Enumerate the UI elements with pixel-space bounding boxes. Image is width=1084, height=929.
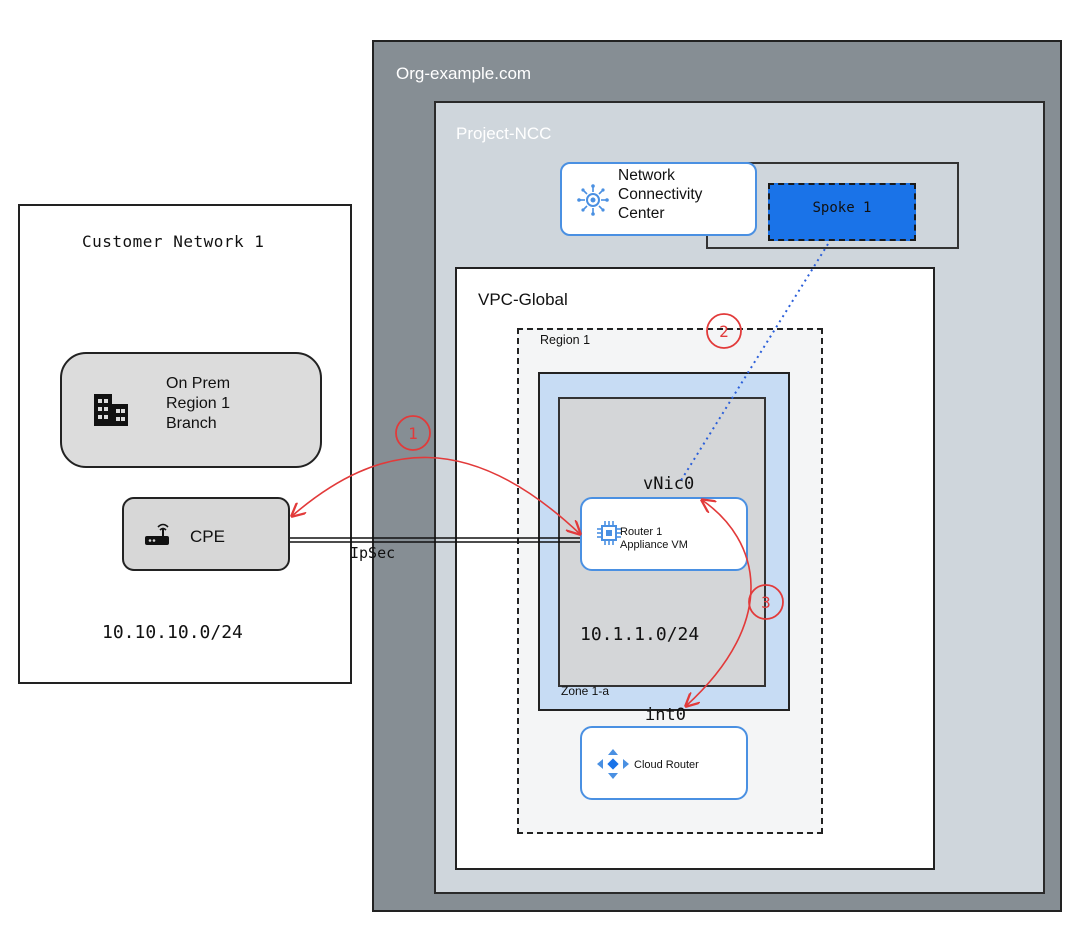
int-label: int0 [645,705,686,725]
ipsec-label: IpSec [350,544,396,562]
spoke-label: Spoke 1 [812,200,872,216]
vnic-label: vNic0 [643,474,695,494]
customer-subnet-label: 10.10.10.0/24 [102,622,243,643]
cloud-router-icon [597,749,629,779]
project-label: Project-NCC [456,124,552,143]
customer-network-label: Customer Network 1 [82,232,265,251]
router-device-icon [143,522,171,548]
subnet-label: 10.1.1.0/24 [580,624,700,645]
org-label: Org-example.com [396,64,532,83]
ncc-label-line3: Center [618,205,665,222]
network-connectivity-icon [577,184,609,216]
router-label-line1: Router 1 [620,526,663,538]
building-icon [92,390,132,430]
spoke-1-node[interactable] [768,183,916,241]
zone-label: Zone 1-a [561,684,610,698]
onprem-label-line2: Region 1 [166,395,231,412]
router-label: Router 1 Appliance VM [620,526,744,552]
ncc-label: Network Connectivity Center [618,166,758,223]
chip-icon [595,519,623,547]
onprem-label-line3: Branch [166,415,217,432]
cloud-router-label: Cloud Router [634,759,699,771]
cpe-node[interactable] [122,497,290,571]
ncc-label-line1: Network [618,167,675,184]
region-label: Region 1 [540,333,591,347]
vpc-label: VPC-Global [478,290,568,309]
router-label-line2: Appliance VM [620,539,688,551]
onprem-label-line1: On Prem [166,375,231,392]
cpe-label: CPE [190,527,225,546]
ncc-label-line2: Connectivity [618,186,703,203]
onprem-label: On Prem Region 1 Branch [166,374,306,434]
cloud-router-node[interactable] [580,726,748,800]
